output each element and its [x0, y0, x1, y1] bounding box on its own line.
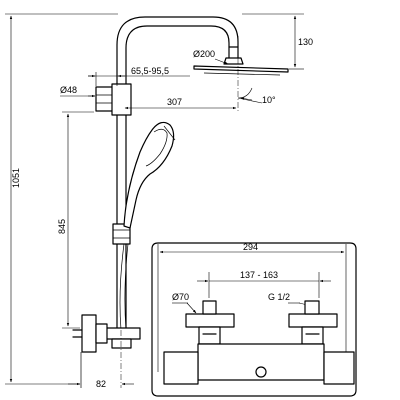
column-dimensions: 130 Ø200 65,5-95,5 Ø48 307 10° 1051 845	[5, 13, 313, 389]
head-shower-spray-face	[203, 72, 281, 76]
left-nut	[198, 326, 221, 345]
total-height-label: 1051	[11, 168, 21, 188]
right-handle	[323, 351, 355, 385]
inset-frame	[151, 242, 357, 397]
right-rosette	[288, 313, 338, 328]
wall-flange	[81, 314, 97, 353]
bar-height-label: 845	[57, 219, 67, 234]
body-width-label: 294	[243, 242, 258, 252]
right-nut	[301, 326, 324, 345]
shower-hose	[119, 243, 129, 331]
left-rosette	[185, 313, 235, 328]
wall-offset-label: 82	[96, 379, 106, 389]
centres-label: 137 - 163	[240, 270, 278, 280]
hand-shower	[123, 121, 175, 229]
left-thread-stub	[202, 300, 217, 315]
right-thread-stub	[304, 300, 320, 315]
hand-shower-spray-face	[145, 128, 168, 167]
central-outlet	[255, 366, 267, 378]
thread-label: G 1/2	[268, 292, 290, 302]
slider-diameter-label: Ø48	[60, 85, 77, 95]
head-drop-label: 130	[298, 37, 313, 47]
left-handle	[163, 351, 199, 385]
arm-reach-label: 307	[167, 97, 182, 107]
head-shower-plate	[193, 65, 289, 73]
wall-stub	[72, 329, 83, 338]
bracket-clamp	[111, 83, 132, 116]
mixer-front-view: 294 137 - 163 Ø70 G 1/2	[151, 242, 357, 397]
mixer-connection	[95, 323, 141, 344]
head-diameter-label: Ø200	[193, 49, 215, 59]
rosette-diameter-label: Ø70	[172, 292, 189, 302]
shower-column-side-view	[72, 16, 289, 388]
mixer-outlet	[111, 338, 132, 349]
bracket-range-label: 65,5-95,5	[131, 66, 169, 76]
head-connector	[223, 46, 244, 65]
riser-pipe	[116, 16, 239, 331]
head-angle-label: 10°	[262, 95, 276, 105]
